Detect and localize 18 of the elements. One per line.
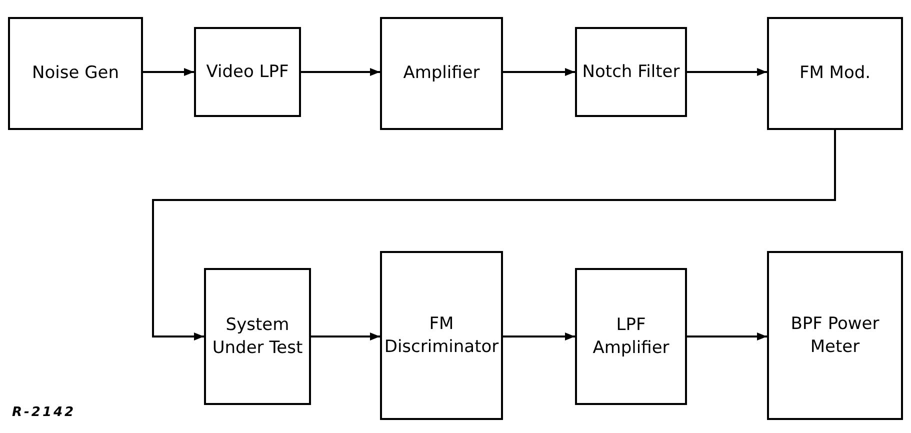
figure-number: R-2142 [12, 405, 76, 420]
arrow [152, 130, 836, 340]
process-box: FM Mod. [767, 17, 903, 130]
process-box: System Under Test [204, 268, 311, 405]
process-box: Amplifier [380, 17, 503, 130]
process-box: FM Discriminator [380, 251, 503, 420]
process-box: LPF Amplifier [575, 268, 687, 405]
arrow [687, 68, 767, 76]
arrow [311, 332, 380, 340]
process-box: Noise Gen [8, 17, 143, 130]
arrow [503, 68, 575, 76]
arrow [301, 68, 380, 76]
arrow [687, 332, 767, 340]
arrow [503, 332, 575, 340]
arrow [143, 68, 194, 76]
process-box: Video LPF [194, 27, 301, 117]
process-box: Notch Filter [575, 27, 687, 117]
process-box: BPF Power Meter [767, 251, 903, 420]
